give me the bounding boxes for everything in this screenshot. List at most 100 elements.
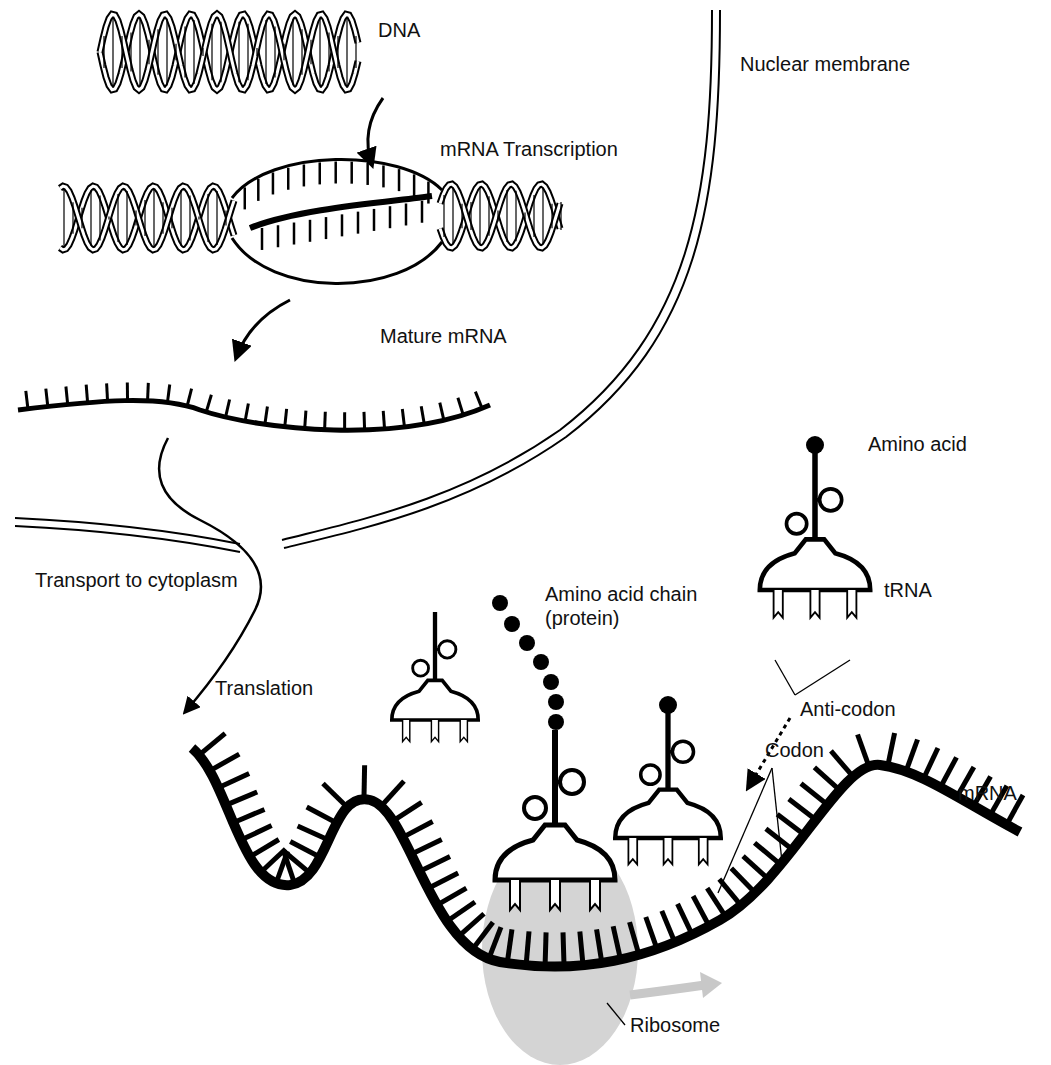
stroke (319, 18, 320, 86)
stroke (207, 194, 208, 242)
stroke (157, 29, 158, 74)
helix-strand (100, 14, 358, 90)
stroke (389, 206, 392, 228)
helix-strand (60, 186, 234, 250)
stroke (162, 202, 163, 234)
stroke (383, 411, 384, 429)
stroke (226, 792, 257, 805)
text-label: Ribosome (630, 1013, 720, 1037)
stroke (112, 18, 113, 86)
trna (495, 730, 615, 910)
helix-strand (60, 186, 234, 250)
stroke (307, 807, 337, 823)
stroke (310, 40, 311, 64)
text-label: Mature mRNA (380, 324, 507, 348)
stroke (515, 191, 516, 241)
stroke (86, 385, 87, 403)
helix-strand (100, 14, 358, 90)
stroke (693, 896, 709, 926)
stroke (630, 922, 639, 955)
stroke (225, 210, 226, 225)
stroke (46, 389, 48, 407)
stroke (551, 204, 552, 228)
stroke (323, 783, 347, 807)
stroke (233, 809, 264, 822)
text-label: Transport to cytoplasm (35, 568, 238, 592)
stroke (357, 212, 360, 234)
stroke (858, 735, 869, 767)
stroke (81, 208, 82, 228)
stroke (144, 200, 145, 236)
stroke (130, 33, 131, 72)
stroke (343, 412, 346, 430)
stroke (662, 911, 675, 942)
stroke (707, 888, 725, 917)
stroke (421, 406, 424, 424)
text-label: tRNA (884, 578, 932, 602)
stroke (284, 851, 310, 873)
stroke (533, 195, 534, 237)
helix-strand (100, 14, 358, 90)
stroke (238, 22, 239, 83)
mature-mrna (18, 401, 490, 431)
text-label: Amino acid chain (protein) (545, 582, 715, 630)
text-label: Nuclear membrane (740, 52, 910, 76)
stroke (153, 189, 154, 247)
stroke (411, 839, 442, 854)
stroke (166, 19, 167, 85)
text-label: Codon (765, 738, 824, 762)
stroke (139, 18, 140, 86)
stroke (303, 164, 306, 186)
stroke (210, 754, 240, 771)
stroke (447, 902, 475, 921)
stroke (285, 409, 287, 427)
stroke (489, 927, 501, 959)
text-label: mRNA Transcription (440, 137, 618, 161)
text-label: Anti-codon (800, 697, 896, 721)
stroke (187, 389, 191, 406)
stroke (265, 406, 268, 424)
stroke (26, 391, 28, 409)
stroke (247, 24, 248, 80)
stroke (323, 412, 327, 430)
stroke (220, 22, 221, 83)
stroke (293, 223, 296, 245)
amino-acid (806, 436, 824, 454)
stroke (226, 400, 230, 418)
stroke (472, 922, 493, 949)
stroke (206, 395, 211, 412)
stroke (545, 932, 546, 966)
stroke (597, 929, 602, 963)
stroke (90, 190, 91, 246)
stroke (180, 190, 181, 246)
stroke (189, 196, 190, 241)
stroke (888, 733, 895, 766)
nuclear-membrane (15, 10, 720, 552)
stroke (580, 931, 583, 965)
text-label: DNA (378, 18, 420, 42)
stroke (199, 733, 225, 755)
stroke (274, 26, 275, 77)
text-label: Amino acid (868, 432, 967, 456)
stroke (72, 202, 73, 234)
stroke (743, 856, 768, 879)
stroke (479, 187, 480, 244)
stroke (211, 24, 212, 80)
stroke (292, 19, 293, 85)
stroke (105, 383, 109, 401)
stroke (906, 739, 918, 771)
stroke (461, 204, 462, 228)
ribosome-direction (630, 985, 705, 995)
helix-strand (60, 186, 234, 250)
stroke (218, 774, 249, 788)
stroke (470, 202, 471, 230)
stroke (382, 165, 385, 187)
stroke (175, 44, 176, 60)
stroke (337, 36, 338, 68)
stroke (325, 217, 328, 239)
stroke (108, 217, 109, 220)
stroke (272, 172, 275, 194)
stroke (198, 217, 199, 220)
stroke (940, 757, 956, 787)
